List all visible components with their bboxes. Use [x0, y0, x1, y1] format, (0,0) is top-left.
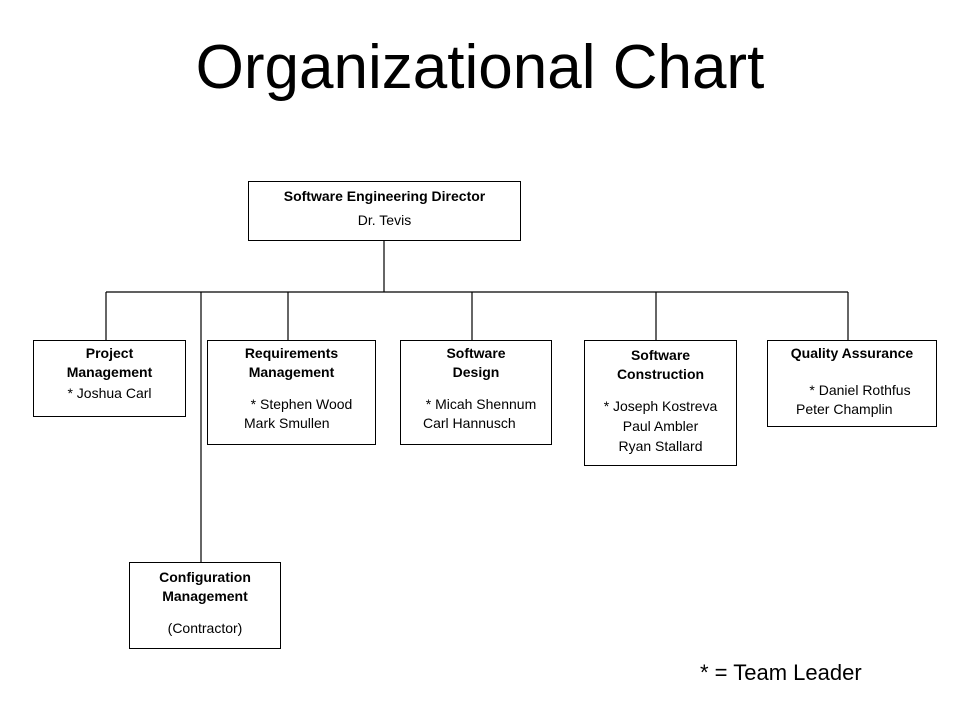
director-box: Software Engineering Director Dr. Tevis	[248, 181, 521, 241]
director-name: Dr. Tevis	[357, 212, 412, 228]
project-management-member-1: * Joshua Carl	[67, 385, 152, 401]
software-design-title-1: Software	[446, 345, 506, 361]
quality-assurance-box: Quality Assurance * Daniel Rothfus Peter…	[767, 340, 937, 427]
configuration-management-box: Configuration Management (Contractor)	[129, 562, 281, 649]
configuration-management-title-2: Management	[162, 588, 248, 604]
configuration-management-member-1: (Contractor)	[167, 620, 243, 636]
project-management-title-2: Management	[66, 364, 153, 380]
software-construction-member-3: Ryan Stallard	[618, 438, 703, 454]
software-construction-box: Software Construction * Joseph Kostreva …	[584, 340, 737, 466]
software-design-member-1: * Micah Shennum	[425, 396, 537, 412]
configuration-management-title-1: Configuration	[159, 569, 251, 585]
chart-title: Organizational Chart	[195, 33, 765, 102]
software-construction-member-1: * Joseph Kostreva	[603, 398, 718, 414]
software-construction-member-2: Paul Ambler	[622, 418, 699, 434]
quality-assurance-member-1: * Daniel Rothfus	[809, 382, 911, 398]
quality-assurance-member-2: Peter Champlin	[796, 401, 893, 417]
requirements-management-title-2: Management	[248, 364, 335, 380]
quality-assurance-title-1: Quality Assurance	[790, 345, 914, 361]
software-design-box: Software Design * Micah Shennum Carl Han…	[400, 340, 552, 445]
requirements-management-member-2: Mark Smullen	[244, 415, 330, 431]
project-management-title-1: Project	[85, 345, 134, 361]
project-management-box: Project Management * Joshua Carl	[33, 340, 186, 417]
software-construction-title-2: Construction	[616, 366, 705, 382]
director-role: Software Engineering Director	[283, 188, 486, 204]
legend-team-leader: * = Team Leader	[700, 660, 862, 685]
requirements-management-member-1: * Stephen Wood	[250, 396, 353, 412]
software-design-title-2: Design	[452, 364, 500, 380]
software-construction-title-1: Software	[630, 347, 691, 363]
requirements-management-box: Requirements Management * Stephen Wood M…	[207, 340, 376, 445]
software-design-member-2: Carl Hannusch	[423, 415, 516, 431]
requirements-management-title-1: Requirements	[244, 345, 339, 361]
